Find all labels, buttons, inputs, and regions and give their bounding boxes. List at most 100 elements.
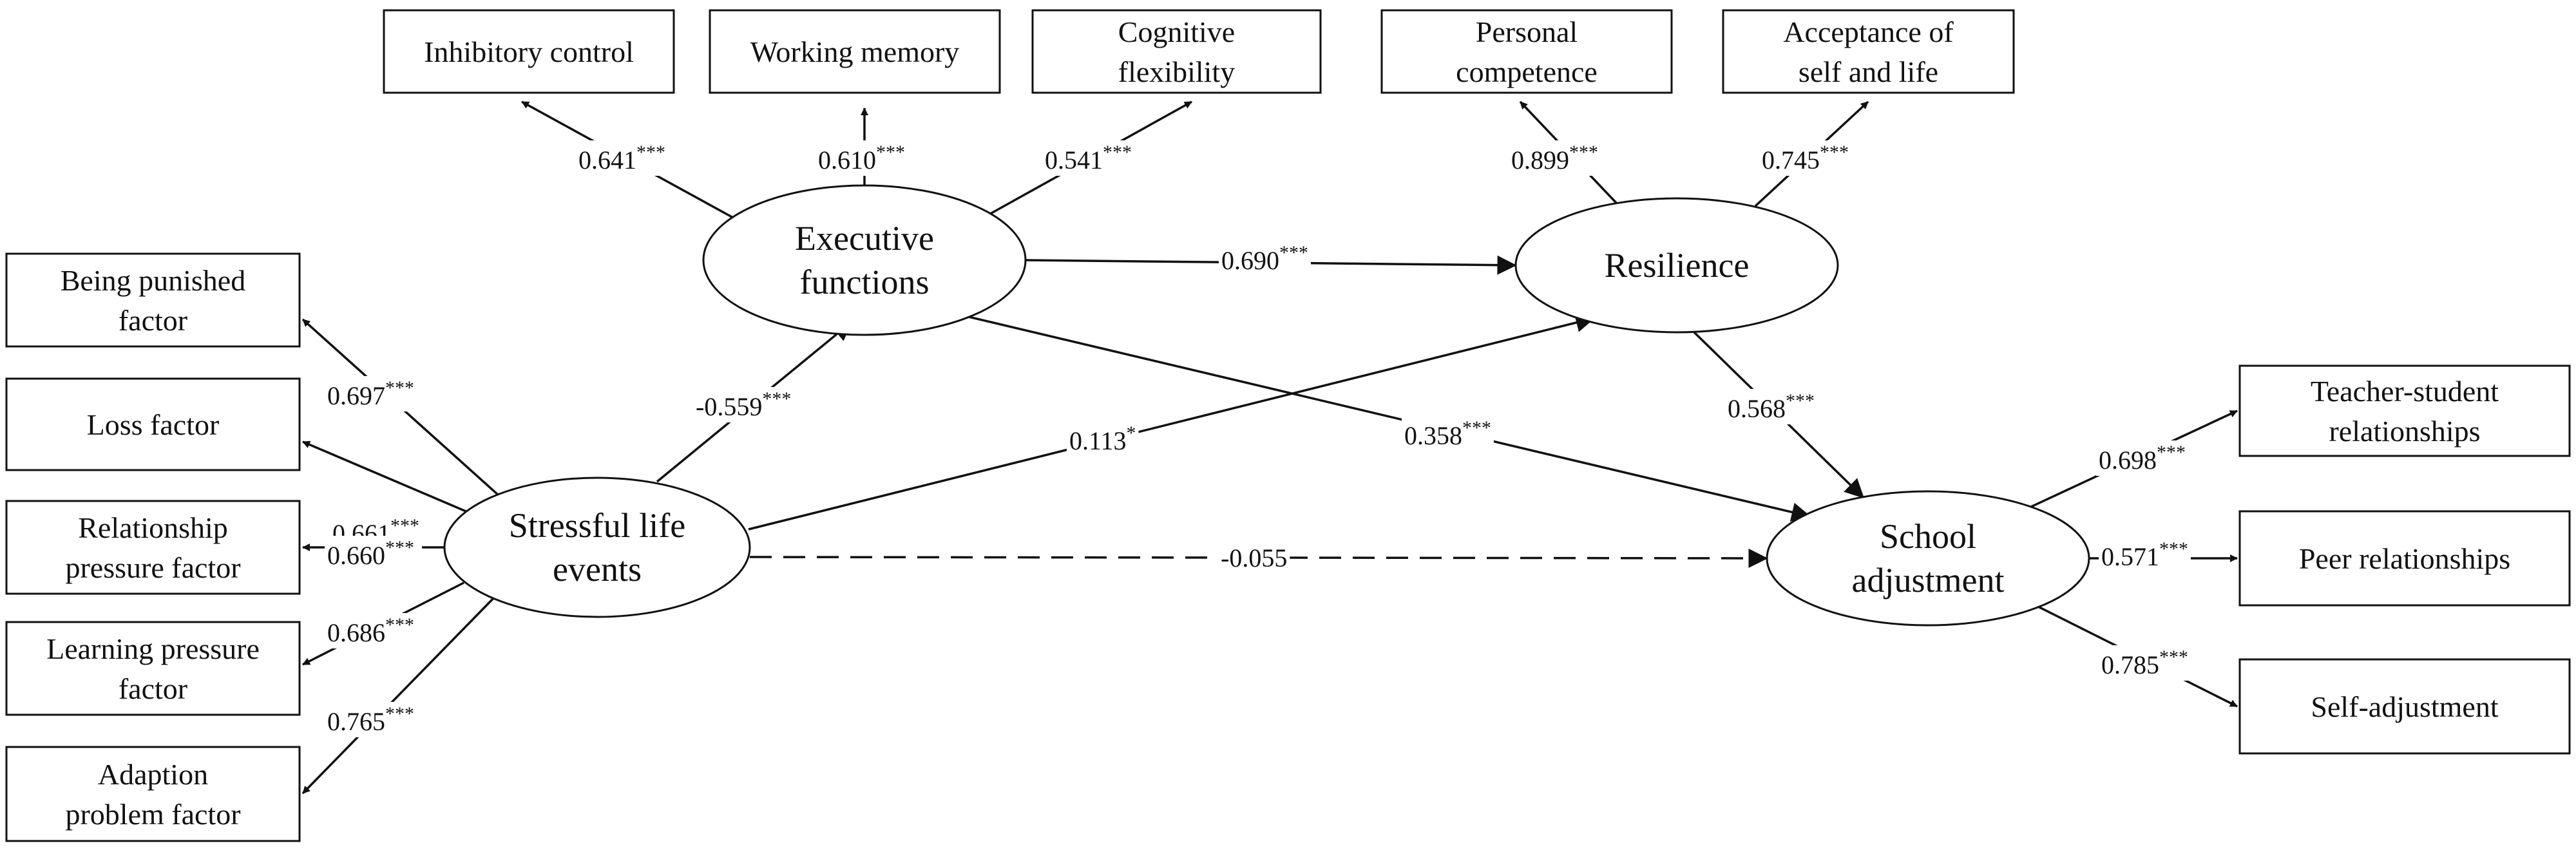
coefficient-value: 0.690	[1221, 246, 1279, 275]
indicator-label: relationships	[2329, 415, 2480, 448]
indicator-label: Acceptance of	[1783, 15, 1954, 48]
coefficient-value: 0.568	[1728, 394, 1786, 423]
label-background	[325, 536, 417, 571]
significance-stars: ***	[1103, 142, 1132, 163]
latent-label: School	[1880, 517, 1976, 556]
indicator-label: Inhibitory control	[424, 35, 634, 68]
significance-stars: ***	[1279, 242, 1308, 263]
significance-stars: ***	[876, 142, 905, 163]
indicator-label: Learning pressure	[46, 632, 260, 665]
indicator-label: pressure factor	[65, 551, 240, 584]
indicator-label: problem factor	[65, 798, 240, 831]
indicator-label: self and life	[1798, 55, 1938, 88]
coefficient-value: 0.745	[1762, 146, 1820, 175]
nodes: Inhibitory control Working memory Cognitiv…	[5, 9, 2571, 842]
indicator-label: Adaption	[98, 758, 208, 791]
path-coefficient: 0.660***	[327, 537, 414, 570]
path-coefficient: 0.641***	[578, 142, 665, 175]
coefficient-value: 0.660	[327, 541, 385, 570]
coefficient-value: -0.055	[1221, 543, 1287, 572]
path-coefficient: 0.697***	[327, 377, 414, 410]
significance-stars: ***	[762, 388, 791, 410]
path-coefficient: -0.559***	[696, 388, 791, 421]
indicator-label: factor	[119, 672, 187, 705]
significance-stars: *	[1127, 422, 1136, 444]
indicator-box-adaption: Adaption problem factor	[5, 746, 301, 842]
label-background	[1725, 389, 1817, 424]
significance-stars: ***	[2159, 538, 2188, 560]
latent-label: Executive	[795, 219, 934, 258]
indicator-label: competence	[1456, 55, 1598, 88]
label-background	[325, 613, 417, 648]
label-background	[1219, 241, 1311, 276]
path-coefficient: 0.785***	[2101, 647, 2188, 679]
indicator-box-loss: Loss factor	[5, 377, 301, 471]
significance-stars: ***	[1820, 142, 1849, 163]
path-coefficient: 0.568***	[1728, 390, 1815, 423]
path-coefficient: 0.765***	[327, 703, 414, 736]
label-background	[325, 702, 417, 737]
coefficient-value: 0.899	[1511, 146, 1569, 175]
latent-label: Resilience	[1605, 246, 1750, 285]
coefficient-labels: 0.641***0.610***0.541***0.899***0.745***…	[325, 140, 2191, 737]
indicator-box-acceptance: Acceptance of self and life	[1722, 9, 2015, 94]
indicator-label: factor	[119, 304, 187, 337]
path-coefficient: 0.541***	[1045, 142, 1132, 175]
coefficient-value: 0.785	[2101, 650, 2159, 679]
coefficient-value: 0.358	[1404, 421, 1462, 450]
indicator-label: flexibility	[1118, 55, 1235, 88]
indicator-label: Peer relationships	[2299, 542, 2510, 575]
coefficient-value: 0.698	[2099, 446, 2157, 475]
significance-stars: ***	[636, 142, 665, 163]
significance-stars: ***	[385, 614, 414, 636]
path-coefficient: 0.899***	[1511, 142, 1598, 175]
coefficient-value: 0.641	[578, 146, 636, 175]
indicator-label: Personal	[1476, 15, 1578, 48]
label-background	[325, 376, 417, 411]
label-background	[2099, 645, 2191, 681]
significance-stars: ***	[385, 703, 414, 724]
path-arrow-p16	[748, 313, 1596, 531]
latent-exec: Executive functions	[702, 184, 1027, 336]
indicator-box-selfadj: Self-adjustment	[2238, 658, 2571, 755]
significance-stars: ***	[385, 377, 414, 399]
significance-stars: ***	[2159, 647, 2188, 668]
label-background	[1509, 140, 1601, 176]
label-background	[2096, 440, 2188, 476]
indicator-box-inhibitory: Inhibitory control	[383, 9, 675, 94]
latent-school: School adjustment	[1766, 490, 2090, 627]
label-background	[1218, 542, 1290, 574]
path-coefficient: 0.745***	[1762, 142, 1849, 175]
path-coefficient: 0.610***	[818, 142, 905, 175]
label-background	[1759, 140, 1851, 176]
indicator-box-peer: Peer relationships	[2238, 510, 2571, 607]
path-coefficient: -0.055	[1221, 543, 1287, 572]
path-arrow-p17	[946, 310, 1811, 522]
path-coefficient: 0.686***	[327, 614, 414, 647]
indicator-label: Self-adjustment	[2311, 690, 2498, 723]
coefficient-value: 0.697	[327, 381, 385, 410]
latent-label: adjustment	[1852, 561, 2005, 600]
label-background	[2099, 537, 2191, 572]
path-coefficient: 0.571***	[2101, 538, 2188, 571]
label-background	[1402, 416, 1494, 451]
indicator-label: Being punished	[61, 264, 245, 297]
latent-label: functions	[800, 263, 930, 301]
path-coefficient: 0.698***	[2099, 442, 2186, 475]
indicator-box-relationship: Relationship pressure factor	[5, 500, 301, 595]
coefficient-value: 0.610	[818, 146, 876, 175]
indicator-box-working: Working memory	[709, 9, 1001, 94]
label-background	[693, 387, 794, 422]
coefficient-value: 0.113	[1069, 426, 1127, 455]
significance-stars: ***	[1462, 417, 1491, 439]
latent-label: Stressful life	[509, 506, 685, 545]
label-background	[1067, 421, 1139, 457]
indicator-label: Relationship	[78, 511, 228, 544]
coefficient-value: 0.571	[2101, 542, 2159, 571]
significance-stars: ***	[390, 515, 419, 536]
indicator-label: Working memory	[750, 35, 960, 68]
coefficient-value: 0.686	[327, 618, 385, 647]
